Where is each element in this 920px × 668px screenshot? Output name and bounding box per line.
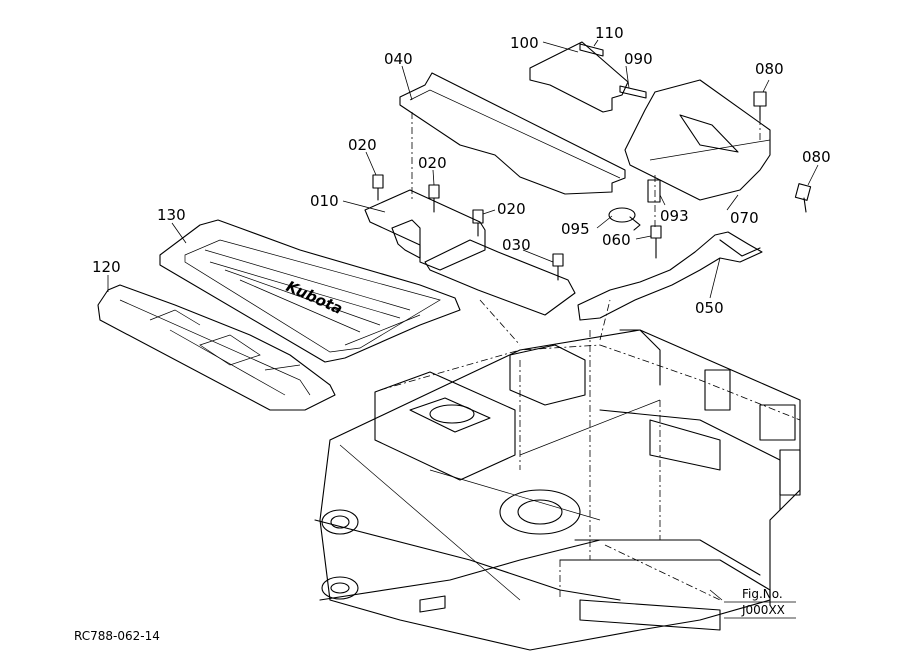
callout-020-left: 020 [348,136,377,154]
callout-080-top: 080 [755,60,784,78]
fig-number-box: Fig.No. J000XX [724,587,796,619]
drawing-id: RC788-062-14 [74,629,160,643]
part-020-bolt-c [472,209,484,237]
part-130-floor-mat: Kubota [159,219,461,363]
part-110-seal-strip [579,43,604,57]
callout-080-right: 080 [802,148,831,166]
callout-020-mid: 020 [418,154,447,172]
part-010-bracket-plate [364,189,486,271]
part-020-bolt-a [372,174,384,201]
part-050-plate [577,231,763,321]
part-040-cover-plate [399,72,626,195]
part-095-band-clamp [608,207,641,231]
callout-070: 070 [730,209,759,227]
callout-100: 100 [510,34,539,52]
leader-lines [107,39,819,601]
callout-040: 040 [384,50,413,68]
part-070-plate [624,79,771,201]
part-100-lid-plate [529,41,629,113]
part-093-pipe [647,179,661,203]
callout-093: 093 [660,207,689,225]
part-080-bolt-a [753,91,767,121]
callout-020-right: 020 [497,200,526,218]
callout-110: 110 [595,24,624,42]
part-120-floor-mat [97,284,336,411]
callout-010: 010 [310,192,339,210]
main-frame [314,329,801,651]
part-020-bolt-b [428,184,440,213]
part-080-bolt-b [794,183,812,213]
phantom-lines [379,108,801,601]
fig-code: J000XX [741,603,785,617]
callout-labels: 100 110 040 090 080 080 020 020 020 010 … [92,24,831,317]
callout-030: 030 [502,236,531,254]
part-030-plate [424,239,576,316]
callout-095: 095 [561,220,590,238]
callout-060: 060 [602,231,631,249]
part-090-seal-strip [619,85,647,99]
fig-label: Fig.No. [742,587,783,601]
callout-120: 120 [92,258,121,276]
callout-130: 130 [157,206,186,224]
callout-050: 050 [695,299,724,317]
callout-090: 090 [624,50,653,68]
part-060-bolt [650,225,662,259]
